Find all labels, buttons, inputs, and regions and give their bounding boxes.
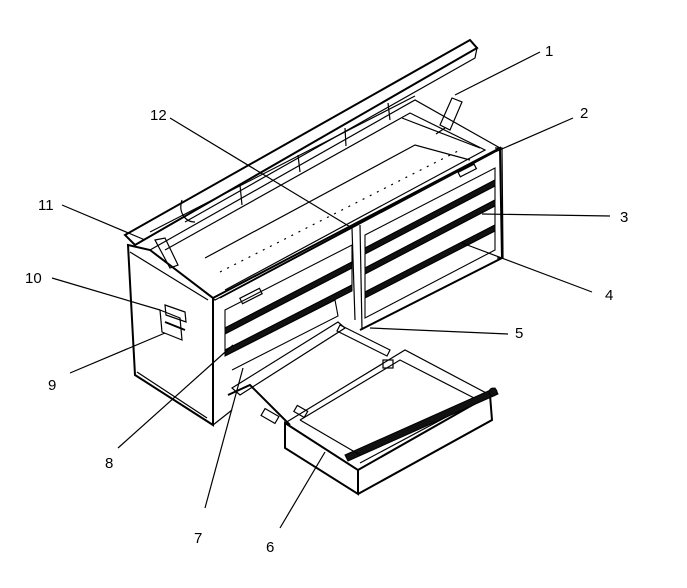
leader-lines [51, 51, 611, 529]
lid-support-stay [435, 97, 463, 135]
callout-labels: 1 2 3 4 5 6 7 8 9 10 11 12 [25, 43, 628, 556]
callout-9: 9 [48, 377, 56, 394]
callout-6: 6 [266, 539, 274, 556]
lid-latch [154, 237, 179, 269]
right-drawer-stack [364, 163, 496, 319]
chest-body [126, 99, 504, 427]
callout-12: 12 [150, 107, 167, 124]
left-drawer-stack [224, 244, 353, 371]
callout-2: 2 [580, 105, 588, 122]
callout-1: 1 [545, 43, 553, 60]
callout-5: 5 [515, 325, 523, 342]
open-drawer [227, 321, 499, 496]
callout-4: 4 [605, 287, 613, 304]
side-handle [159, 304, 187, 341]
callout-3: 3 [620, 209, 628, 226]
callout-7: 7 [194, 530, 202, 547]
callout-10: 10 [25, 270, 42, 287]
callout-8: 8 [105, 455, 113, 472]
callout-11: 11 [38, 197, 54, 214]
chest-lid [123, 38, 479, 247]
